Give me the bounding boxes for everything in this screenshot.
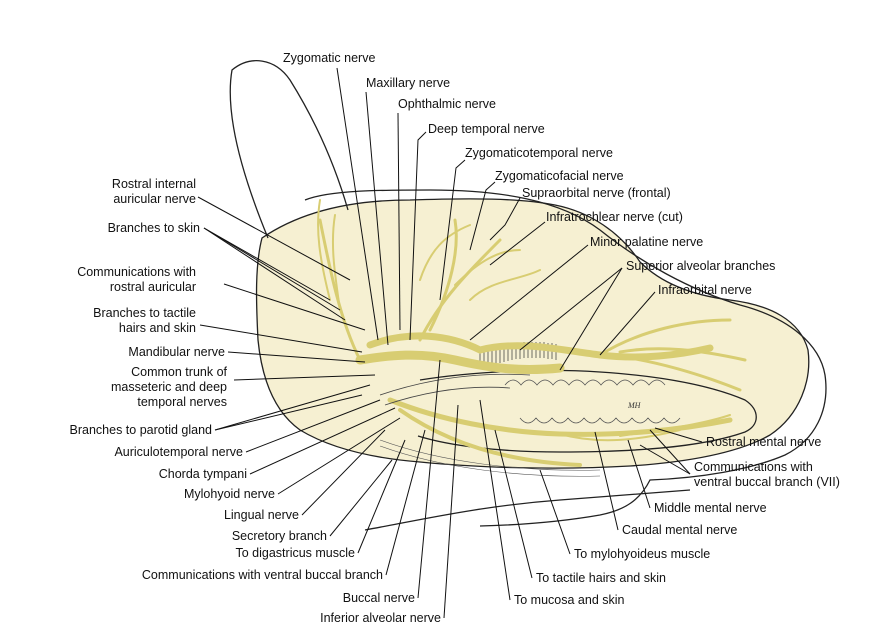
label-auriculotemporal-nerve: Auriculotemporal nerve: [114, 445, 243, 459]
label-to-tactile-hairs-and-skin: To tactile hairs and skin: [536, 571, 666, 585]
label-deep-temporal-nerve: Deep temporal nerve: [428, 122, 545, 136]
label-secretory-branch: Secretory branch: [232, 529, 327, 543]
label-common-trunk-line3: temporal nerves: [137, 395, 227, 409]
label-zygomatic-nerve: Zygomatic nerve: [283, 51, 375, 65]
label-mandibular-nerve: Mandibular nerve: [128, 345, 225, 359]
label-to-mucosa-and-skin: To mucosa and skin: [514, 593, 625, 607]
artist-monogram: MH: [627, 401, 642, 410]
label-chorda-tympani: Chorda tympani: [159, 467, 247, 481]
label-zygomaticotemporal-nerve: Zygomaticotemporal nerve: [465, 146, 613, 160]
label-supraorbital-nerve: Supraorbital nerve (frontal): [522, 186, 671, 200]
label-to-digastricus-muscle: To digastricus muscle: [236, 546, 356, 560]
label-buccal-nerve: Buccal nerve: [343, 591, 415, 605]
label-branches-tactile-hairs-line1: Branches to tactile: [93, 306, 196, 320]
label-communications-vii-line2: ventral buccal branch (VII): [694, 475, 840, 489]
label-ophthalmic-nerve: Ophthalmic nerve: [398, 97, 496, 111]
label-communications-rostral-auricular-line1: Communications with: [77, 265, 196, 279]
label-minor-palatine-nerve: Minor palatine nerve: [590, 235, 703, 249]
label-common-trunk-line1: Common trunk of: [131, 365, 227, 379]
label-branches-parotid-gland: Branches to parotid gland: [70, 423, 213, 437]
label-maxillary-nerve: Maxillary nerve: [366, 76, 450, 90]
label-lingual-nerve: Lingual nerve: [224, 508, 299, 522]
label-common-trunk-line2: masseteric and deep: [111, 380, 227, 394]
label-superior-alveolar-branches: Superior alveolar branches: [626, 259, 775, 273]
label-communications-vii-line1: Communications with: [694, 460, 813, 474]
label-inferior-alveolar-nerve: Inferior alveolar nerve: [320, 611, 441, 625]
label-communications-rostral-auricular-line2: rostral auricular: [110, 280, 196, 294]
label-middle-mental-nerve: Middle mental nerve: [654, 501, 767, 515]
label-rostral-internal-auricular-line1: Rostral internal: [112, 177, 196, 191]
label-communications-ventral-buccal-branch: Communications with ventral buccal branc…: [142, 568, 383, 582]
label-to-mylohyoideus-muscle: To mylohyoideus muscle: [574, 547, 710, 561]
label-branches-tactile-hairs-line2: hairs and skin: [119, 321, 196, 335]
label-branches-to-skin: Branches to skin: [108, 221, 200, 235]
label-rostral-mental-nerve: Rostral mental nerve: [706, 435, 821, 449]
label-zygomaticofacial-nerve: Zygomaticofacial nerve: [495, 169, 624, 183]
label-caudal-mental-nerve: Caudal mental nerve: [622, 523, 737, 537]
label-infratrochlear-nerve: Infratrochlear nerve (cut): [546, 210, 683, 224]
label-rostral-internal-auricular-line2: auricular nerve: [113, 192, 196, 206]
label-mylohyoid-nerve: Mylohyoid nerve: [184, 487, 275, 501]
label-infraorbital-nerve: Infraorbital nerve: [658, 283, 752, 297]
